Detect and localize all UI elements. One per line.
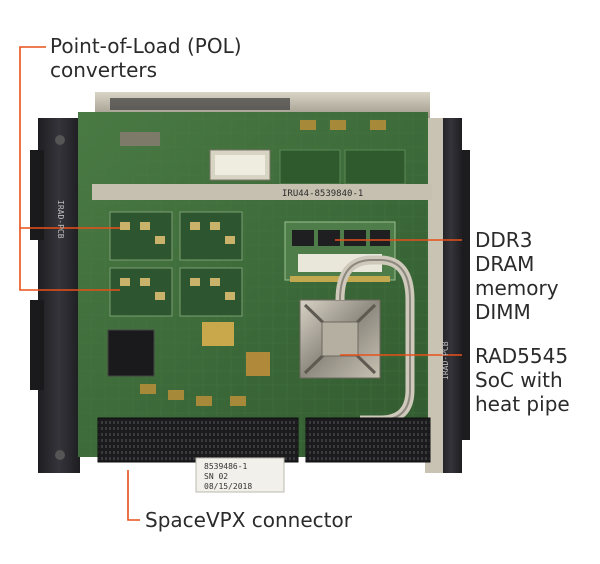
- label-pol-line1: Point-of-Load (POL): [50, 34, 242, 58]
- serial-tag: [195, 457, 285, 493]
- label-spacevpx-line1: SpaceVPX connector: [145, 508, 352, 532]
- label-ddr3: DDR3 DRAM memory DIMM: [475, 228, 559, 324]
- label-pol: Point-of-Load (POL) converters: [50, 34, 242, 82]
- spacevpx-connectors: [97, 417, 431, 463]
- rad5545-soc: [299, 255, 415, 425]
- board-markings: IRU44-8539840-1 8539486-1 SN 02 08/15/20…: [56, 189, 450, 491]
- label-ddr3-line3: memory: [475, 276, 559, 300]
- tag-line2: SN 02: [204, 472, 228, 481]
- tag-line3: 08/15/2018: [204, 482, 252, 491]
- pol-converters: [109, 211, 243, 317]
- lower-components: [107, 322, 270, 406]
- ddr3-dimm: [284, 221, 396, 282]
- serial-strip-text: IRU44-8539840-1: [282, 189, 363, 199]
- label-rad5545-line2: SoC with: [475, 368, 563, 392]
- callout-spacevpx: [127, 470, 140, 521]
- label-spacevpx: SpaceVPX connector: [145, 508, 352, 532]
- label-pol-line2: converters: [50, 58, 158, 82]
- right-rail-text: IRAD-PCB: [441, 341, 450, 380]
- callout-lines: [19, 46, 462, 521]
- label-ddr3-line2: DRAM: [475, 252, 535, 276]
- label-rad5545-line3: heat pipe: [475, 392, 570, 416]
- upper-components: [120, 120, 406, 185]
- serial-strip: [92, 184, 432, 200]
- right-rail: [425, 118, 470, 473]
- label-ddr3-line4: DIMM: [475, 300, 531, 324]
- label-rad5545-line1: RAD5545: [475, 344, 569, 368]
- tag-line1: 8539486-1: [204, 462, 248, 471]
- label-rad5545: RAD5545 SoC with heat pipe: [475, 344, 570, 416]
- left-rail-text: IRAD-PCB: [56, 200, 65, 239]
- callout-pol: [19, 46, 120, 229]
- left-rail: [30, 118, 80, 473]
- label-ddr3-line1: DDR3: [475, 228, 533, 252]
